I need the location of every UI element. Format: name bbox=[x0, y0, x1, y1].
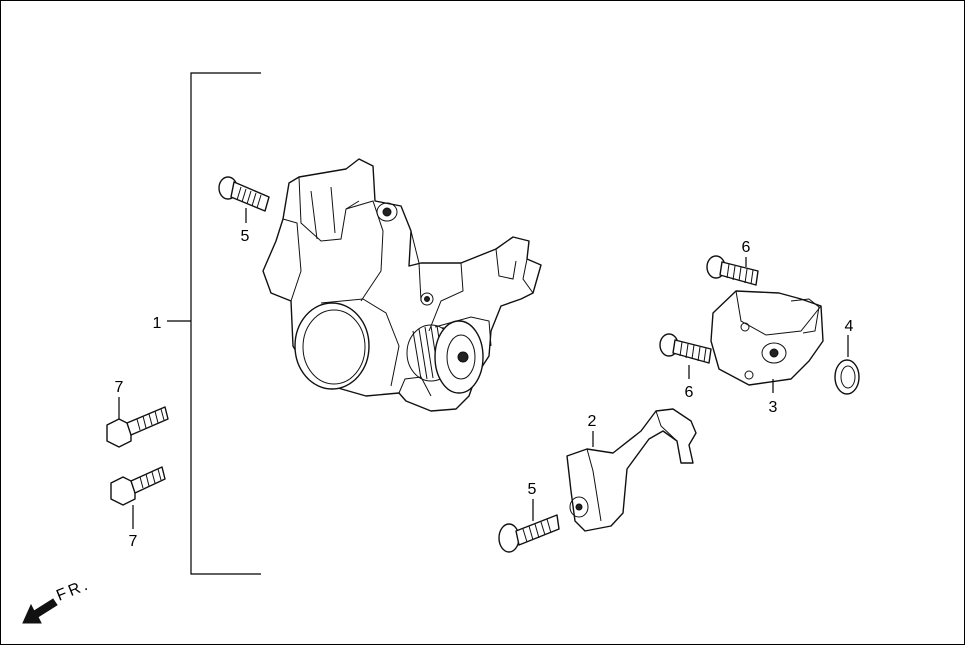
screw-5-lower bbox=[498, 499, 560, 553]
label-part-6-upper: 6 bbox=[742, 239, 751, 256]
screw-5-upper bbox=[218, 176, 270, 223]
label-part-5-lower: 5 bbox=[528, 481, 537, 498]
front-label: FR. bbox=[54, 576, 93, 605]
throttle-position-sensor bbox=[710, 290, 824, 393]
cable-bracket bbox=[566, 408, 697, 532]
front-arrow-icon bbox=[22, 598, 58, 624]
screw-6-lower bbox=[659, 333, 712, 379]
label-part-5-upper: 5 bbox=[241, 228, 250, 245]
label-part-2: 2 bbox=[588, 413, 597, 430]
label-part-7-lower: 7 bbox=[129, 533, 138, 550]
assembly-bracket bbox=[167, 72, 261, 575]
label-part-6-lower: 6 bbox=[685, 384, 694, 401]
bolt-7-upper bbox=[106, 397, 169, 448]
o-ring bbox=[834, 335, 860, 395]
bolt-7-lower bbox=[110, 466, 166, 529]
screw-6-upper bbox=[706, 255, 759, 286]
label-part-7-upper: 7 bbox=[115, 379, 124, 396]
label-part-1: 1 bbox=[153, 315, 162, 332]
label-part-3: 3 bbox=[769, 399, 778, 416]
throttle-pulley bbox=[434, 316, 492, 394]
label-part-4: 4 bbox=[845, 318, 854, 335]
front-direction-indicator: FR. bbox=[22, 576, 93, 624]
throttle-body bbox=[262, 158, 542, 412]
